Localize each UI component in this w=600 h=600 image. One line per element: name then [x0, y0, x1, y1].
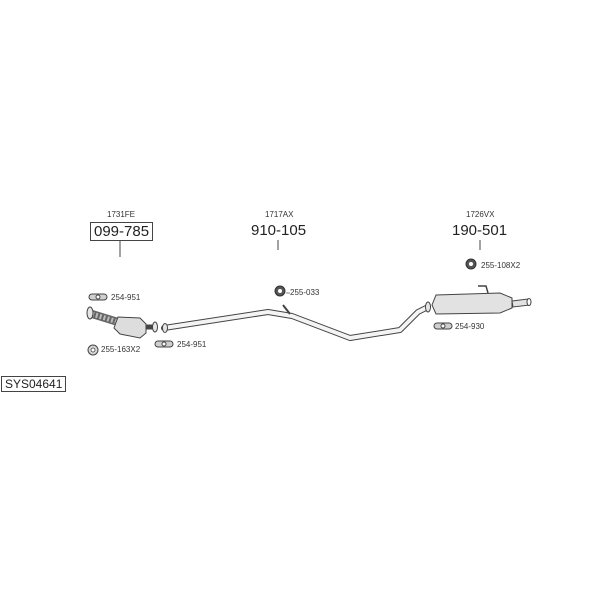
part-number[interactable]: 099-785	[90, 222, 154, 241]
gasket-icon	[87, 344, 99, 356]
accessory-label[interactable]: 255-033	[290, 288, 320, 297]
part-number[interactable]: 910-105	[251, 222, 307, 239]
system-code-label: SYS04641	[1, 376, 67, 392]
part-ref-label: 1726VX	[466, 210, 495, 219]
leader-lines	[119, 240, 481, 257]
rear-silencer	[431, 285, 532, 315]
accessory-label[interactable]: 255-108X2	[481, 261, 521, 270]
accessory-label[interactable]: 254-951	[111, 293, 141, 302]
part-ref-label: 1731FE	[107, 210, 136, 219]
clamp-icon	[433, 322, 453, 330]
clamp-icon	[154, 340, 174, 348]
rubber-hanger-icon	[274, 285, 286, 297]
rubber-hanger-icon	[465, 258, 477, 270]
clamp-icon	[88, 293, 108, 301]
accessory-label[interactable]: 254-951	[177, 340, 207, 349]
front-pipe-catalyst	[86, 306, 158, 339]
middle-pipe	[161, 301, 431, 341]
accessory-label[interactable]: 255-163X2	[101, 345, 141, 354]
part-ref-label: 1717AX	[265, 210, 294, 219]
accessory-label[interactable]: 254-930	[455, 322, 485, 331]
part-number[interactable]: 190-501	[452, 222, 508, 239]
